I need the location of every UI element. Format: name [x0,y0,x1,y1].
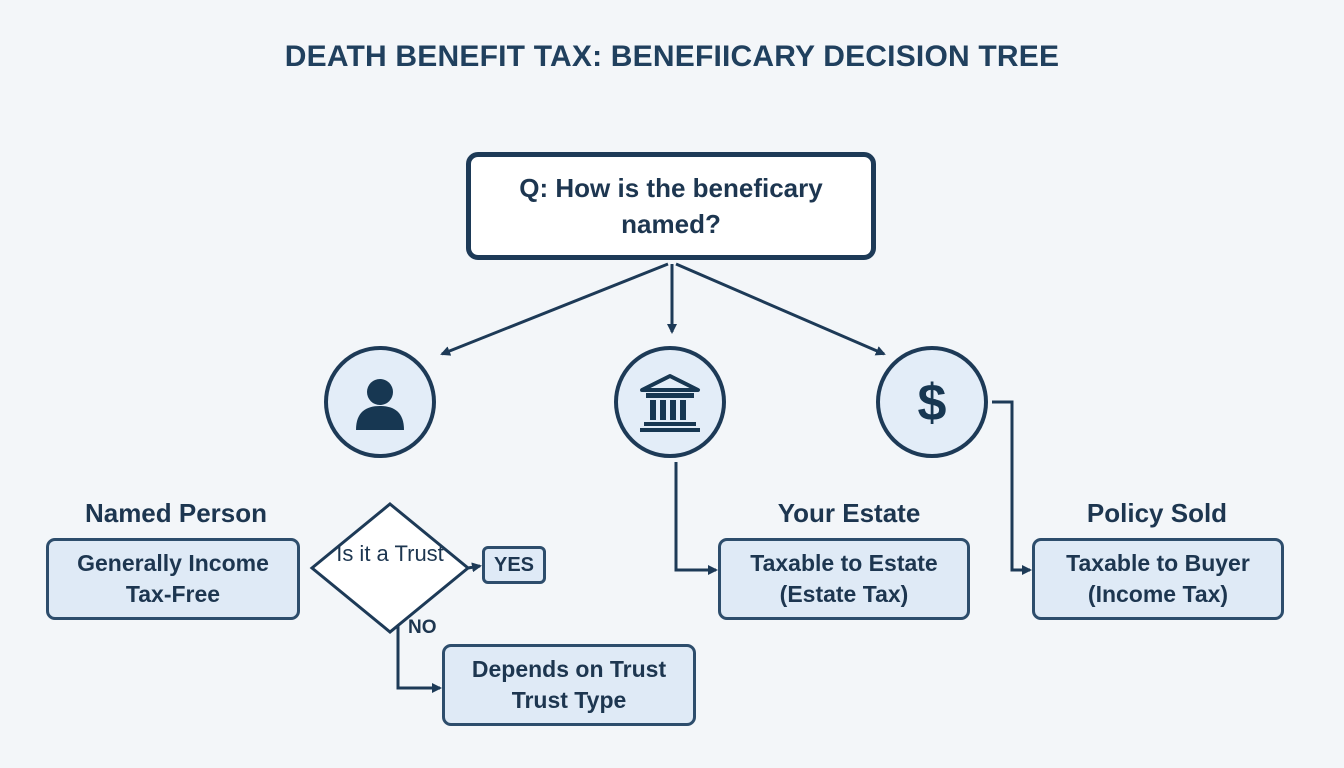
result-your-estate: Taxable to Estate (Estate Tax) [718,538,970,620]
arrow-to-policy-sold [675,262,886,356]
arrow-to-yes [467,562,482,573]
result-named-person-text: Generally Income Tax-Free [77,550,269,607]
result-named-person: Generally Income Tax-Free [46,538,300,620]
bank-icon [640,374,700,432]
named-person-circle [324,346,436,458]
trust-question: Is it a Trust [336,541,444,566]
policy-sold-circle: $ [876,346,988,458]
branch-label-your-estate: Your Estate [777,498,921,528]
arrow-estate-result [674,462,718,575]
person-icon [356,379,404,430]
question-box: Q: How is the beneficary named? [466,152,876,260]
trust-decision-diamond [309,502,471,634]
result-your-estate-text: Taxable to Estate (Estate Tax) [750,550,938,607]
branch-label-named-person: Named Person [84,498,268,528]
svg-text:$: $ [918,374,947,432]
arrow-no-result [396,626,442,693]
arrow-policy-result [992,400,1032,575]
page-title: DEATH BENEFIT TAX: BENEFIICARY DECISION … [284,40,1060,73]
result-policy-sold-text: Taxable to Buyer (Income Tax) [1066,550,1250,607]
no-label: NO [408,617,437,638]
dollar-icon: $ [918,374,947,432]
result-trust-type-text: Depends on Trust Trust Type [471,656,667,713]
your-estate-circle [614,346,726,458]
yes-badge: YES [482,546,546,584]
result-trust-type: Depends on Trust Trust Type [442,644,696,726]
result-policy-sold: Taxable to Buyer (Income Tax) [1032,538,1284,620]
branch-label-policy-sold: Policy Sold [1086,498,1228,528]
arrow-to-named-person [440,262,669,356]
